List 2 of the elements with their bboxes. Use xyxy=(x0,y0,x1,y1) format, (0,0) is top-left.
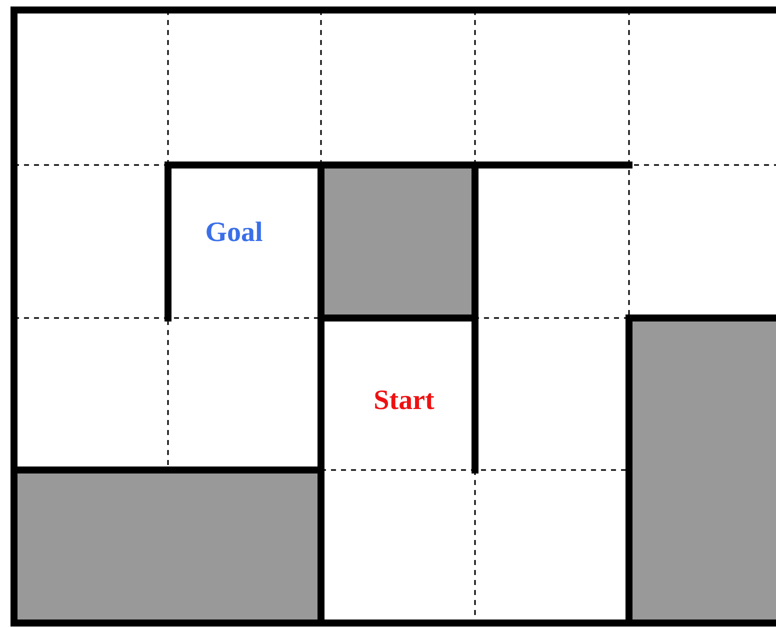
goal-label: Goal xyxy=(205,217,263,249)
start-label: Start xyxy=(374,385,434,417)
